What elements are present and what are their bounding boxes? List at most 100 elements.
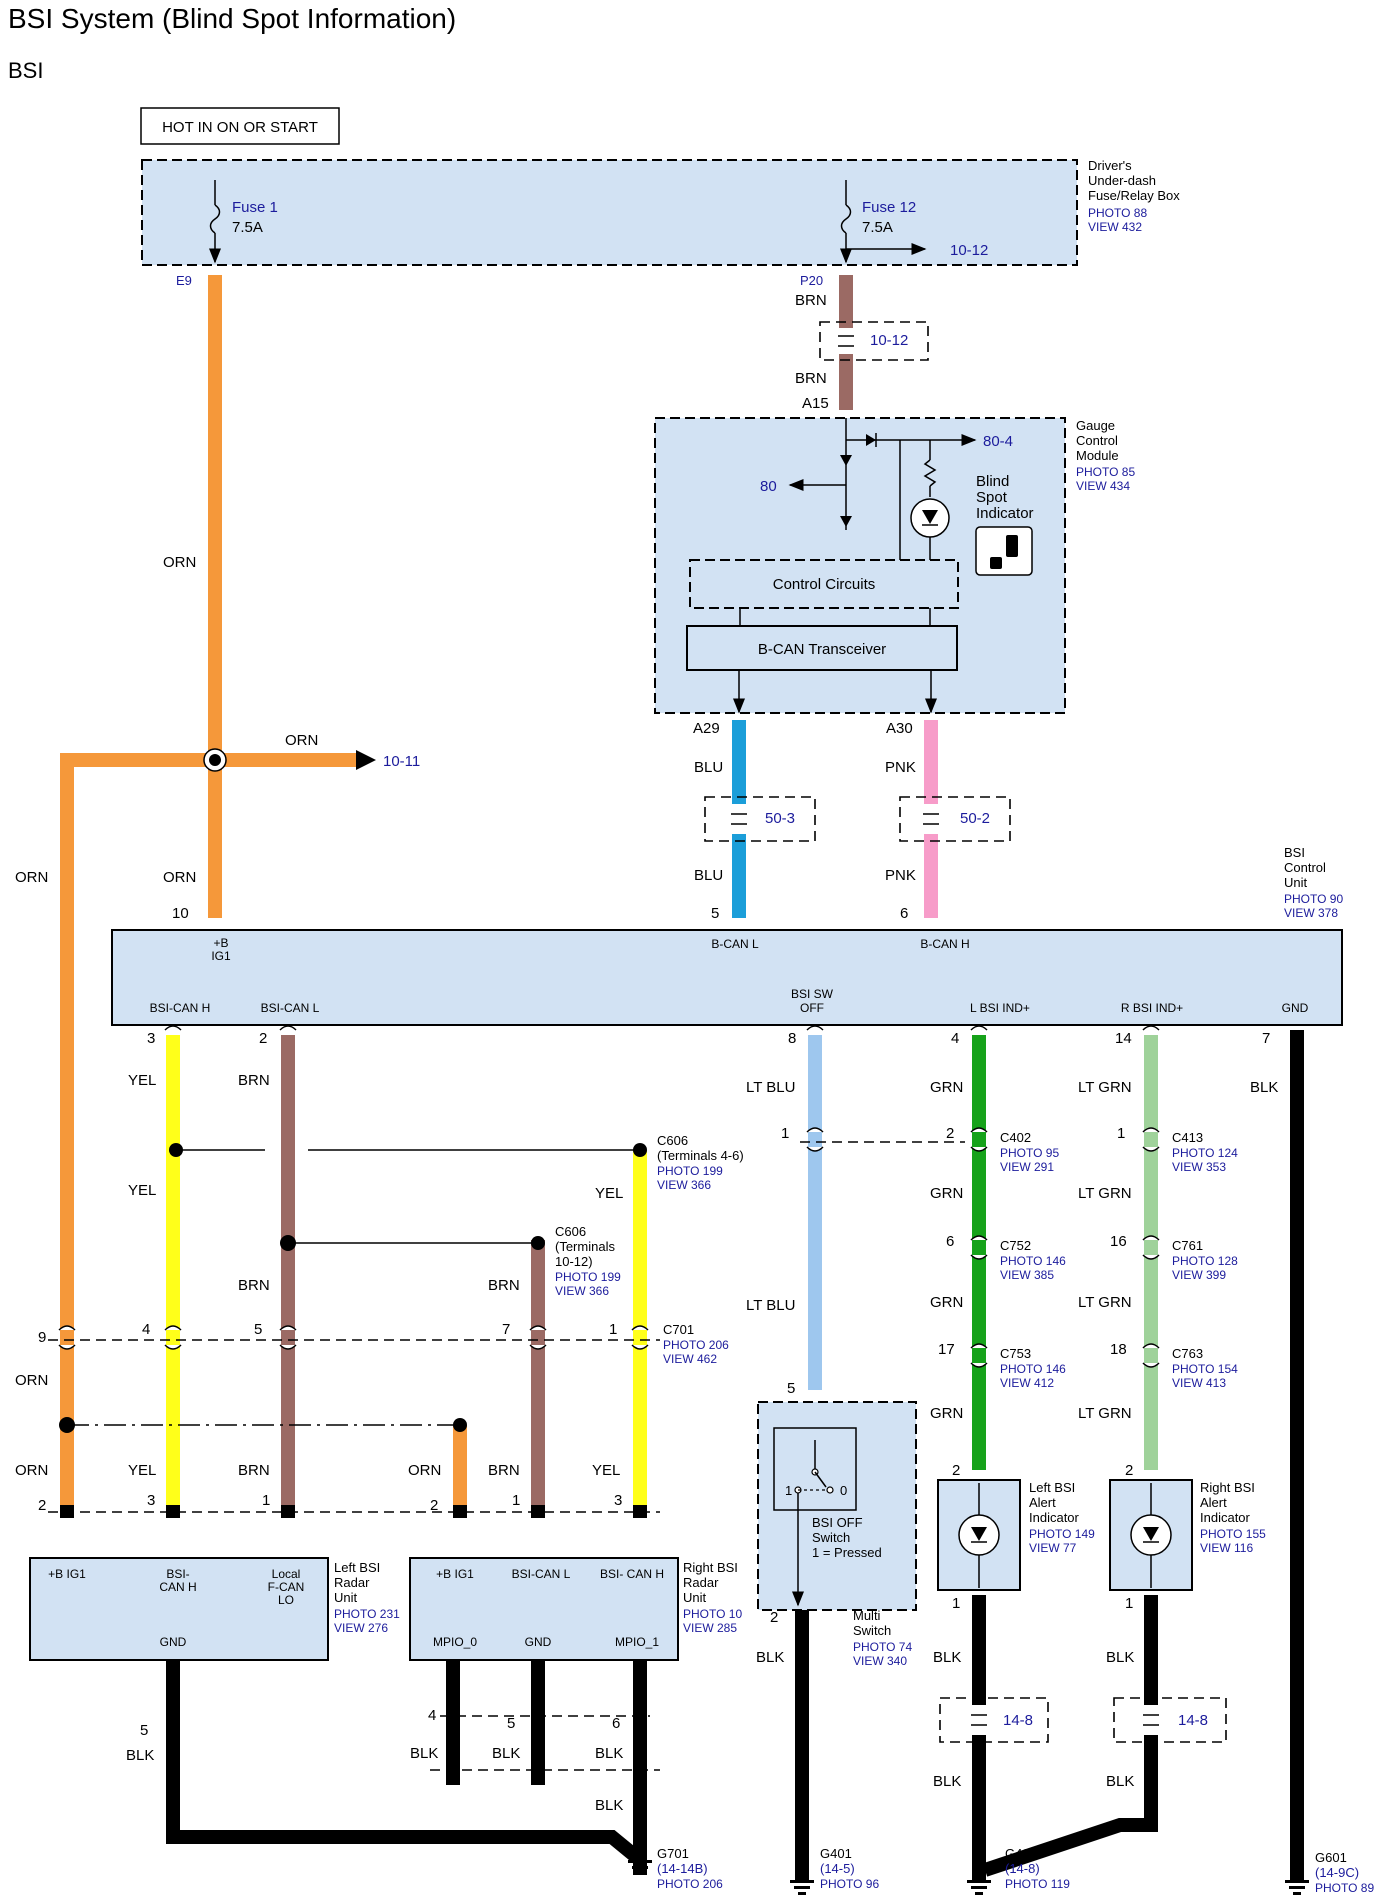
g401: G401 bbox=[820, 1846, 852, 1861]
left-radar-pin-big1: +B IG1 bbox=[48, 1567, 86, 1581]
bsi-pin-14: 14 bbox=[1115, 1030, 1132, 1047]
brn-splice-ref: 10-12 bbox=[870, 332, 908, 349]
left-alert-indicator bbox=[937, 1479, 1021, 1591]
right-alert-name-1: Right BSI bbox=[1200, 1480, 1255, 1495]
c402-photo: PHOTO 95 bbox=[1000, 1146, 1059, 1160]
pnk-ref: 50-2 bbox=[960, 810, 990, 827]
fuse-box-photo: PHOTO 88 bbox=[1088, 206, 1147, 220]
c752-photo: PHOTO 146 bbox=[1000, 1254, 1066, 1268]
pin-e9: E9 bbox=[176, 273, 192, 288]
c606b-photo: PHOTO 199 bbox=[555, 1270, 621, 1284]
left-alert-photo: PHOTO 149 bbox=[1029, 1527, 1095, 1541]
left-radar-name-2: Radar bbox=[334, 1575, 370, 1590]
diode-b bbox=[840, 516, 852, 527]
ltgrn-label-1: LT GRN bbox=[1078, 1079, 1132, 1096]
bsi-pin-8: 8 bbox=[788, 1030, 796, 1047]
left-radar-name-1: Left BSI bbox=[334, 1560, 380, 1575]
bsi-pin-6: 6 bbox=[900, 905, 908, 922]
connector-markers bbox=[58, 1025, 1160, 1368]
orn-main-label: ORN bbox=[163, 554, 196, 571]
bsi-name-3: Unit bbox=[1284, 875, 1308, 890]
grn-label-4: GRN bbox=[930, 1405, 963, 1422]
indicator-line-1: Blind bbox=[976, 473, 1009, 490]
yel-label-2: YEL bbox=[128, 1182, 156, 1199]
c761: C761 bbox=[1172, 1238, 1203, 1253]
blk-label-la: BLK bbox=[933, 1649, 961, 1666]
bsi-label-canh: BSI-CAN H bbox=[150, 1001, 211, 1015]
right-radar-name-3: Unit bbox=[683, 1590, 707, 1605]
ltgrn-label-3: LT GRN bbox=[1078, 1294, 1132, 1311]
g401-ref: (14-5) bbox=[820, 1861, 855, 1876]
splice-refs-lower bbox=[939, 1697, 1227, 1743]
ltgrn-label-4: LT GRN bbox=[1078, 1405, 1132, 1422]
right-alert-name-3: Indicator bbox=[1200, 1510, 1251, 1525]
fuse-box-name-3: Fuse/Relay Box bbox=[1088, 188, 1180, 203]
switch-name-2: Switch bbox=[853, 1623, 891, 1638]
n3-radar-r: 3 bbox=[614, 1492, 622, 1509]
g701: G701 bbox=[657, 1846, 689, 1861]
c606b-1: C606 bbox=[555, 1224, 586, 1239]
splice-refs-upper bbox=[704, 321, 1011, 842]
blk-label-r2: BLK bbox=[492, 1745, 520, 1762]
g701-photo: PHOTO 206 bbox=[657, 1877, 723, 1891]
c402: C402 bbox=[1000, 1130, 1031, 1145]
wire-orn-left bbox=[60, 753, 215, 1505]
left-radar-pin-local-2: F-CAN bbox=[268, 1580, 305, 1594]
bsi-label-off: OFF bbox=[800, 1001, 824, 1015]
bsi-name-2: Control bbox=[1284, 860, 1326, 875]
bsi-pin-10: 10 bbox=[172, 905, 189, 922]
orn-label-radar: ORN bbox=[15, 1462, 48, 1479]
fuse-box-name-1: Driver's bbox=[1088, 158, 1132, 173]
gauge-view: VIEW 434 bbox=[1076, 479, 1130, 493]
brn-label-3: BRN bbox=[488, 1277, 520, 1294]
n1-left-alert-gnd: 1 bbox=[952, 1595, 960, 1612]
splice-14-8-a: 14-8 bbox=[1003, 1712, 1033, 1729]
pnk-top-label: PNK bbox=[885, 759, 916, 776]
n1-c413: 1 bbox=[1117, 1125, 1125, 1142]
fuse-1-name: Fuse 1 bbox=[232, 199, 278, 216]
n9-c701: 9 bbox=[38, 1329, 46, 1346]
bsi-label-b: +B bbox=[213, 936, 228, 950]
bsi-label-lind: L BSI IND+ bbox=[970, 1001, 1030, 1015]
yel-label-1: YEL bbox=[128, 1072, 156, 1089]
blk-label-r1: BLK bbox=[410, 1745, 438, 1762]
blu-bottom-label: BLU bbox=[694, 867, 723, 884]
blind-spot-icon bbox=[975, 526, 1033, 576]
gauge-photo: PHOTO 85 bbox=[1076, 465, 1135, 479]
multi-switch bbox=[757, 1401, 917, 1611]
bsi-control-unit bbox=[111, 929, 1343, 1026]
n1-ltblu: 1 bbox=[781, 1125, 789, 1142]
gauge-control-module: Control Circuits B-CAN Transceiver 80-4 … bbox=[654, 417, 1066, 714]
blk-label-r4: BLK bbox=[595, 1797, 623, 1814]
connector-links bbox=[48, 1141, 965, 1785]
bsi-pin-2: 2 bbox=[259, 1030, 267, 1047]
left-alert-name-1: Left BSI bbox=[1029, 1480, 1075, 1495]
right-radar-pin-gnd: GND bbox=[525, 1635, 552, 1649]
wire-blk-left-ground bbox=[166, 1660, 645, 1866]
n5-switch: 5 bbox=[787, 1380, 795, 1397]
wires bbox=[60, 275, 1304, 1880]
left-radar-view: VIEW 276 bbox=[334, 1621, 388, 1635]
left-radar-pin-local-3: LO bbox=[278, 1593, 294, 1607]
pnk-bottom-label: PNK bbox=[885, 867, 916, 884]
c752-view: VIEW 385 bbox=[1000, 1268, 1054, 1282]
right-radar-view: VIEW 285 bbox=[683, 1621, 737, 1635]
brn-label-5: BRN bbox=[488, 1462, 520, 1479]
right-radar-pin-canh: BSI- CAN H bbox=[600, 1567, 664, 1581]
bsi-pin-5: 5 bbox=[711, 905, 719, 922]
g405: G405 bbox=[1005, 1846, 1037, 1861]
blu-top-label: BLU bbox=[694, 759, 723, 776]
brn-bottom-label: BRN bbox=[795, 370, 827, 387]
fuse-1-rating: 7.5A bbox=[232, 219, 263, 236]
left-radar-photo: PHOTO 231 bbox=[334, 1607, 400, 1621]
power-label: HOT IN ON OR START bbox=[162, 119, 318, 136]
c761-photo: PHOTO 128 bbox=[1172, 1254, 1238, 1268]
bsi-pin-7: 7 bbox=[1262, 1030, 1270, 1047]
n4-c701: 4 bbox=[142, 1321, 150, 1338]
c606a-1: C606 bbox=[657, 1133, 688, 1148]
n2-radar-l: 2 bbox=[38, 1497, 46, 1514]
blk-label-switch: BLK bbox=[756, 1649, 784, 1666]
c753: C753 bbox=[1000, 1346, 1031, 1361]
right-alert-name-2: Alert bbox=[1200, 1495, 1227, 1510]
